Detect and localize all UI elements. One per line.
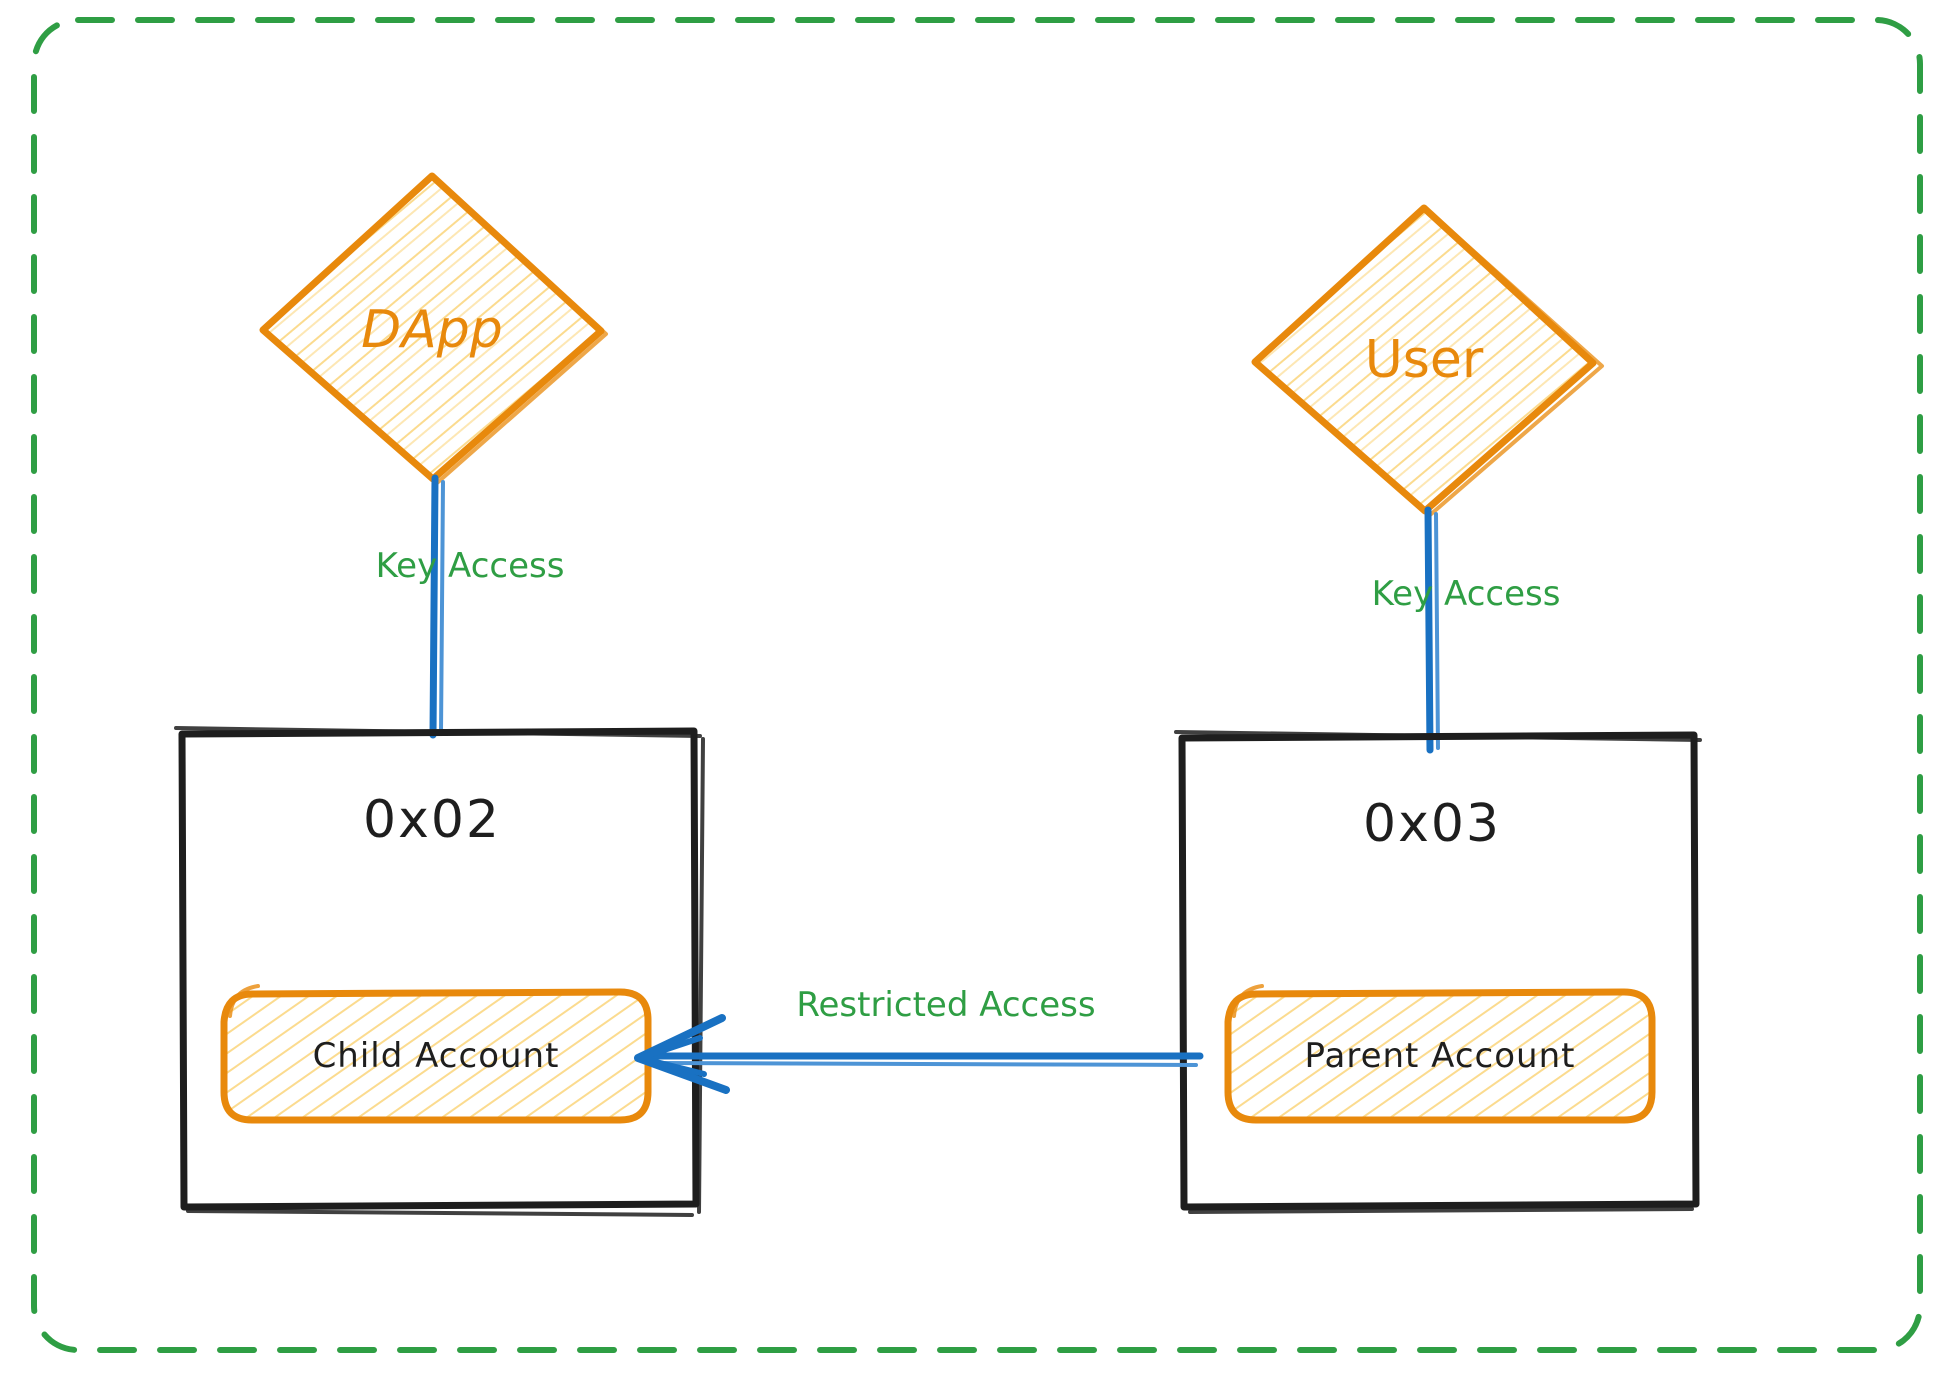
node-dapp[interactable]: [259, 172, 608, 485]
node-acct2-box[interactable]: [174, 726, 705, 1217]
node-child-account[interactable]: [220, 984, 652, 1124]
outer-dashed-container: [31, 17, 1923, 1353]
edge-dapp-to-child: [429, 474, 445, 739]
node-acct3-box[interactable]: [1174, 730, 1702, 1214]
edge-user-to-parent: [1424, 506, 1440, 754]
node-user[interactable]: [1251, 204, 1604, 517]
node-parent-account[interactable]: [1224, 984, 1656, 1124]
edge-parent-to-child: [634, 1014, 1204, 1094]
